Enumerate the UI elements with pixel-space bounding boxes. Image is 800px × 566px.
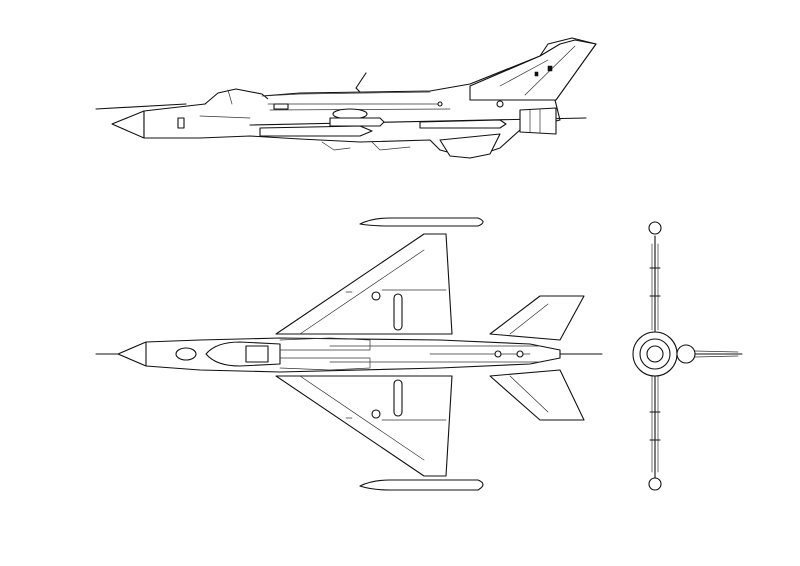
side-missile bbox=[260, 126, 372, 136]
top-tail-upper bbox=[490, 296, 584, 340]
side-intake-panel bbox=[274, 104, 288, 109]
top-tail-lower bbox=[490, 370, 584, 420]
top-view bbox=[96, 218, 602, 490]
front-view bbox=[633, 222, 742, 490]
front-tip-tank-upper bbox=[649, 222, 661, 234]
front-tip-tank-lower bbox=[649, 478, 661, 490]
side-pitot-boom bbox=[96, 104, 186, 109]
side-tail-fin bbox=[470, 40, 596, 100]
top-tip-tank-lower bbox=[360, 480, 483, 490]
side-nozzle bbox=[520, 108, 556, 134]
side-antenna bbox=[356, 73, 366, 88]
side-ventral-fin bbox=[440, 134, 500, 158]
front-canopy bbox=[677, 345, 695, 363]
top-tip-tank-upper bbox=[360, 218, 483, 226]
top-cockpit bbox=[206, 342, 280, 366]
side-view bbox=[96, 38, 596, 158]
front-intake bbox=[647, 346, 663, 362]
side-nose-cone bbox=[112, 111, 144, 138]
top-wing-upper bbox=[276, 234, 452, 334]
top-wing-lower bbox=[276, 376, 452, 476]
